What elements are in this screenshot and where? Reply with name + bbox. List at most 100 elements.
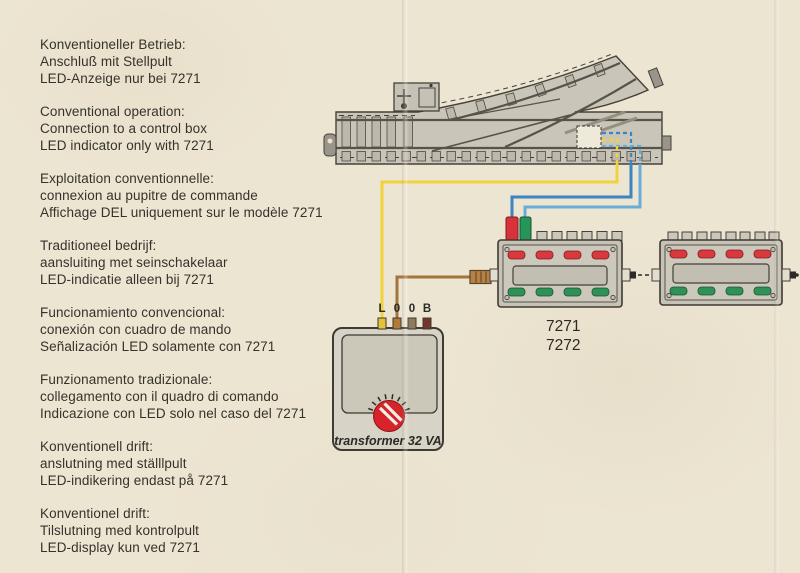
red-button — [591, 250, 610, 260]
green-button — [697, 286, 716, 296]
brown-plug — [469, 269, 492, 285]
text-line: Konventioneller Betrieb: — [40, 37, 186, 52]
text-line: Conventional operation: — [40, 104, 185, 119]
dark-blue-wire — [510, 164, 633, 218]
screw — [610, 294, 616, 301]
red-button — [563, 250, 582, 260]
green-button — [669, 286, 688, 296]
track-coupling-right — [661, 135, 672, 151]
light-blue-wire — [523, 164, 642, 218]
text-line: LED-Anzeige nur bei 7271 — [40, 71, 201, 86]
text-line: Exploitation conventionnelle: — [40, 171, 215, 186]
text-line: LED indicator only with 7271 — [40, 138, 214, 153]
green-button — [753, 286, 772, 296]
red-button — [669, 249, 688, 259]
text-line: LED-indikering endast på 7271 — [40, 473, 229, 488]
connector-pin — [790, 271, 796, 279]
screw — [770, 246, 776, 253]
yellow-wire-hidden — [602, 138, 619, 164]
right-connector — [621, 268, 631, 282]
green-button — [725, 286, 744, 296]
text-line: Connection to a control box — [40, 121, 208, 136]
text-line: Konventionel drift: — [40, 506, 150, 521]
screw — [504, 294, 510, 301]
text-line: Indicazione con LED solo nel caso del 72… — [40, 406, 307, 421]
text-line: LED-indicatie alleen bij 7271 — [40, 272, 215, 287]
text-line: Affichage DEL uniquement sur le modèle 7… — [40, 205, 323, 220]
knob-slash — [378, 406, 399, 426]
terminal-letter: L — [378, 303, 385, 315]
control-box-7271 — [489, 216, 636, 308]
text-line: Funzionamento tradizionale: — [40, 372, 213, 387]
text-line: connexion au pupitre de commande — [40, 188, 258, 203]
green-buttons-row — [507, 287, 610, 297]
text-line: conexión con cuadro de mando — [40, 322, 232, 337]
red-button — [507, 250, 526, 260]
terminal-0b — [407, 317, 417, 330]
point-blade — [431, 114, 571, 152]
instruction-block-dutch: Traditioneel bedrijf: aansluiting met se… — [40, 237, 370, 288]
text-line: Anschluß mit Stellpult — [40, 54, 172, 69]
terminal-0a — [392, 317, 402, 330]
right-connector — [781, 268, 791, 282]
track-ties-bottom — [341, 151, 651, 162]
control-box-teeth — [536, 231, 623, 241]
dark-blue-wire-hidden — [602, 131, 633, 164]
lever-knob — [401, 103, 407, 109]
transformer-terminals: L 0 0 B — [377, 303, 432, 330]
text-line: Traditioneel bedrijf: — [40, 238, 157, 253]
point-blade — [445, 98, 561, 121]
instruction-block-danish: Konventionel drift: Tilslutning med kont… — [40, 505, 370, 556]
control-box-secondary — [651, 231, 799, 306]
red-buttons-row — [669, 249, 772, 259]
green-button — [591, 287, 610, 297]
instruction-block-swedish: Konventionell drift: anslutning med stäl… — [40, 438, 370, 489]
green-button — [507, 287, 526, 297]
text-line: Funcionamiento convencional: — [40, 305, 226, 320]
branch-rail-outer — [454, 61, 621, 121]
connector-pin — [630, 271, 636, 279]
turnout-track-illustration — [323, 53, 672, 165]
screw — [666, 246, 672, 253]
red-button — [697, 249, 716, 259]
green-buttons-row — [669, 286, 772, 296]
instruction-block-german: Konventioneller Betrieb: Anschluß mit St… — [40, 36, 370, 87]
transformer-label: transformer 32 VA — [334, 434, 441, 448]
text-line: LED-display kun ved 7271 — [40, 540, 200, 555]
terminal-B — [422, 317, 432, 330]
brown-wire — [395, 275, 472, 320]
red-buttons-row — [507, 250, 610, 260]
model-number-line2: 7272 — [546, 337, 580, 354]
terminal-letter: 0 — [409, 303, 415, 315]
screw — [610, 246, 616, 253]
text-line: anslutning med ställlpult — [40, 456, 187, 471]
control-box-teeth — [667, 231, 780, 241]
text-line: collegamento con il quadro di comando — [40, 389, 279, 404]
red-button — [753, 249, 772, 259]
yellow-wire — [380, 164, 619, 320]
green-plug — [519, 216, 532, 241]
terminal-letter: B — [423, 303, 431, 315]
left-connector — [651, 268, 661, 282]
junction-box — [576, 125, 602, 149]
track-coupling-branch — [647, 67, 664, 89]
green-button — [535, 287, 554, 297]
red-button — [535, 250, 554, 260]
branch-edge-dashes — [423, 53, 613, 107]
wiring — [380, 131, 642, 320]
text-line: Konventionell drift: — [40, 439, 154, 454]
model-number-label: 7271 7272 — [546, 318, 580, 354]
text-line: aansluiting met seinschakelaar — [40, 255, 228, 270]
control-box-slot — [512, 265, 608, 286]
screw — [504, 246, 510, 253]
check-rail — [564, 110, 626, 135]
transformer-illustration: transformer 32 VA L 0 0 B — [332, 303, 444, 451]
multilingual-instructions: Konventioneller Betrieb: Anschluß mit St… — [40, 36, 370, 572]
control-box-slot — [672, 263, 770, 284]
branch-rail-inner — [504, 78, 637, 149]
terminal-L — [377, 317, 387, 330]
screw — [770, 292, 776, 299]
green-button — [563, 287, 582, 297]
